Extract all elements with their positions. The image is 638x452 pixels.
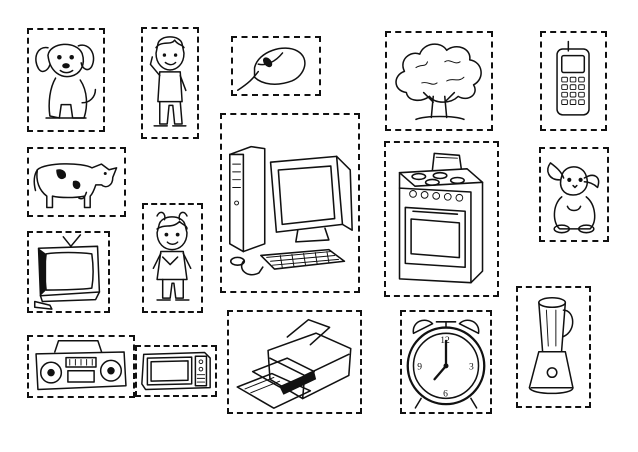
- tv-card: [27, 231, 110, 313]
- cow-icon: [33, 163, 118, 209]
- stove-icon: [398, 152, 484, 284]
- tree-card: [385, 31, 493, 131]
- mouse-card: [231, 36, 321, 96]
- blender-icon: [528, 297, 574, 395]
- clock-number-9: 9: [417, 362, 422, 373]
- television-icon: [33, 234, 101, 310]
- phone-card: [540, 31, 607, 131]
- boombox-radio-icon: [35, 339, 127, 391]
- cow-card: [27, 147, 126, 217]
- computer-card: [220, 113, 360, 293]
- desktop-computer-icon: [228, 145, 353, 276]
- rabbit-card: [539, 147, 609, 242]
- microwave-icon: [141, 351, 211, 391]
- girl-card: [142, 203, 203, 313]
- dog-icon: [35, 43, 97, 119]
- computer-mouse-icon: [236, 47, 306, 92]
- alarm-clock-icon: 12 3 6 9: [406, 319, 486, 409]
- dog-card: [27, 28, 105, 132]
- microwave-card: [135, 345, 217, 397]
- clock-number-6: 6: [443, 388, 448, 399]
- printer-icon: [236, 318, 352, 409]
- clock-card: 12 3 6 9: [400, 310, 492, 414]
- mobile-phone-icon: [556, 40, 590, 116]
- girl-icon: [152, 211, 192, 301]
- printer-card: [227, 310, 362, 414]
- tree-icon: [395, 43, 482, 121]
- radio-card: [27, 335, 135, 398]
- blender-card: [516, 286, 591, 408]
- stove-card: [384, 141, 499, 297]
- boy-card: [141, 27, 199, 139]
- rabbit-icon: [547, 162, 600, 234]
- boy-icon: [149, 36, 187, 127]
- clock-number-3: 3: [469, 362, 474, 373]
